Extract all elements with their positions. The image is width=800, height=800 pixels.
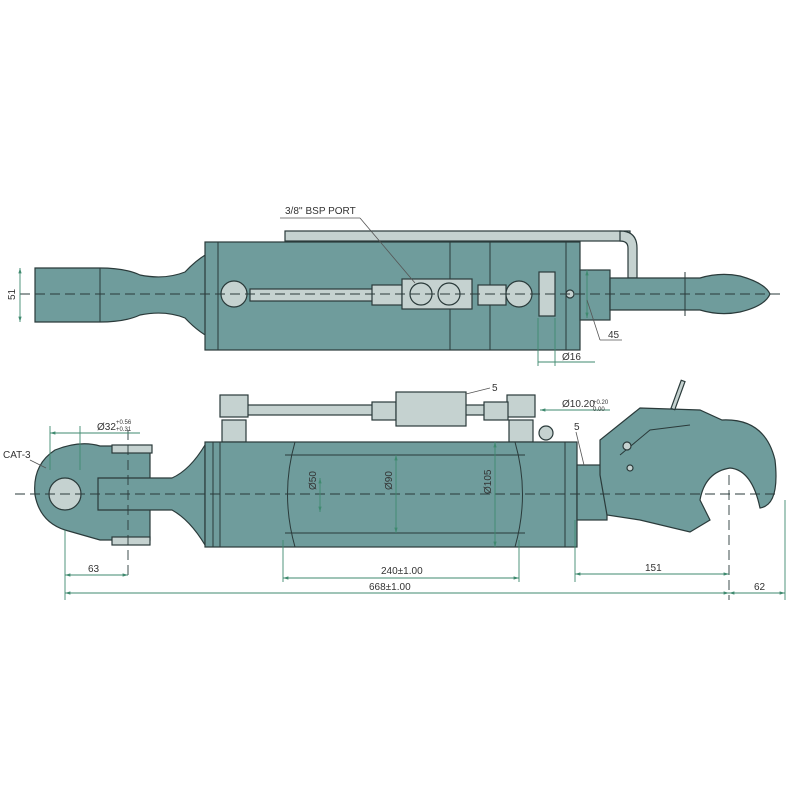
port-label: 3/8'' BSP PORT xyxy=(285,206,356,217)
lever-bend xyxy=(619,230,638,279)
dim-51: 51 xyxy=(7,288,18,300)
dim-62: 62 xyxy=(754,582,766,593)
dim-stroke: 240±1.00 xyxy=(381,566,423,577)
dim-outer-diameter: Ø105 xyxy=(483,469,494,494)
dim-151: 151 xyxy=(645,563,662,574)
eye-end xyxy=(34,443,151,541)
dim-63: 63 xyxy=(88,564,100,575)
dim-pin-diameter: Ø32 xyxy=(97,422,116,433)
side-valve-block xyxy=(395,391,467,427)
top-view: 51 3/8'' BSP PORT Ø16 45 xyxy=(7,206,785,366)
svg-text:+0.56: +0.56 xyxy=(116,420,132,426)
dim-hook-pin: Ø10.20 xyxy=(562,399,595,410)
hook-label: 5 xyxy=(574,422,580,433)
dim-16: Ø16 xyxy=(562,352,581,363)
left-eye-end xyxy=(34,249,216,341)
side-view: Ø50 Ø90 Ø105 Ø32 +0.56 +0.31 CAT-3 5 5 Ø… xyxy=(3,379,786,600)
side-cylinder xyxy=(204,441,578,548)
dim-rod-diameter: Ø50 xyxy=(308,471,319,490)
category-label: CAT-3 xyxy=(3,450,31,461)
valve-label: 5 xyxy=(492,383,498,394)
svg-text:+0.31: +0.31 xyxy=(116,427,132,433)
pipe xyxy=(249,288,376,302)
svg-text:0.00: 0.00 xyxy=(593,407,605,413)
dim-bore-diameter: Ø90 xyxy=(384,471,395,490)
hook xyxy=(599,407,777,533)
svg-text:+0.20: +0.20 xyxy=(593,400,609,406)
dim-45: 45 xyxy=(608,330,620,341)
hook-pin xyxy=(670,379,686,411)
dim-overall-length: 668±1.00 xyxy=(369,582,411,593)
lever-bar xyxy=(284,230,631,242)
